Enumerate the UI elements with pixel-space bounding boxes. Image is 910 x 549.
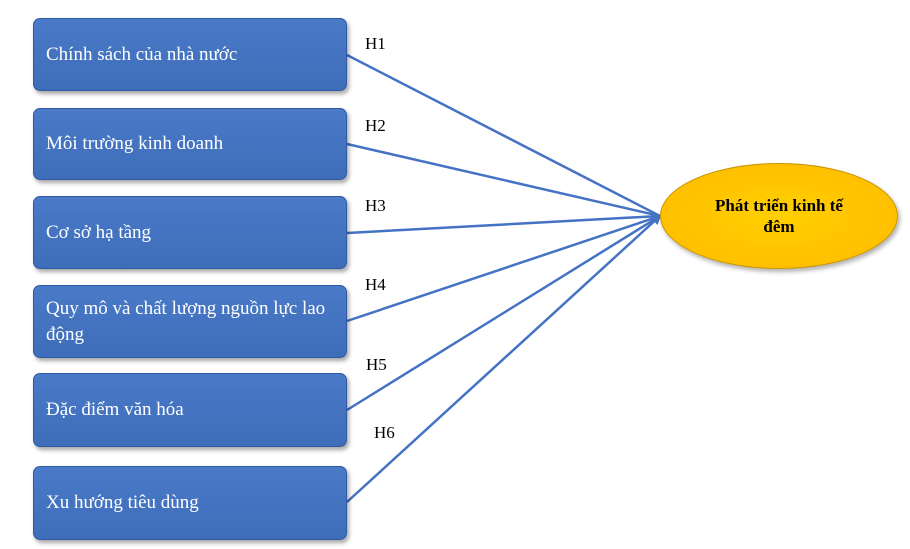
hypothesis-label-h1: H1: [365, 34, 386, 53]
hypothesis-label-h5: H5: [366, 355, 387, 374]
arrow-h3: [346, 214, 661, 235]
hypothesis-label-h4: H4: [365, 275, 386, 294]
arrow-h2: [346, 142, 661, 218]
arrow-h4: [346, 214, 661, 323]
arrow-h5: [346, 214, 661, 412]
factor-label: Xu hướng tiêu dùng: [46, 492, 199, 513]
factor-box-state-policy: Chính sách của nhà nước: [33, 18, 347, 91]
factor-label: Môi trường kinh doanh: [46, 133, 224, 154]
hypothesis-label-h6: H6: [374, 423, 395, 442]
factor-box-consumption-trends: Xu hướng tiêu dùng: [33, 466, 347, 540]
arrow-h1: [346, 53, 661, 218]
outcome-label: Phát triển kinh tế đêm: [715, 196, 843, 236]
arrow-h6: [346, 214, 662, 503]
factor-box-business-environment: Môi trường kinh doanh: [33, 108, 347, 180]
factor-box-cultural-traits: Đặc điểm văn hóa: [33, 373, 347, 447]
outcome-ellipse: Phát triển kinh tế đêm: [660, 163, 898, 269]
factor-label: Quy mô và chất lượng nguồn lực lao động: [46, 297, 326, 345]
factor-box-labor-resources: Quy mô và chất lượng nguồn lực lao động: [33, 285, 347, 358]
factor-label: Chính sách của nhà nước: [46, 43, 238, 65]
factor-label: Đặc điểm văn hóa: [46, 399, 184, 420]
factor-label: Cơ sở hạ tầng: [46, 221, 152, 243]
hypothesis-label-h3: H3: [365, 196, 386, 215]
factor-box-infrastructure: Cơ sở hạ tầng: [33, 196, 347, 269]
hypothesis-label-h2: H2: [365, 116, 386, 135]
